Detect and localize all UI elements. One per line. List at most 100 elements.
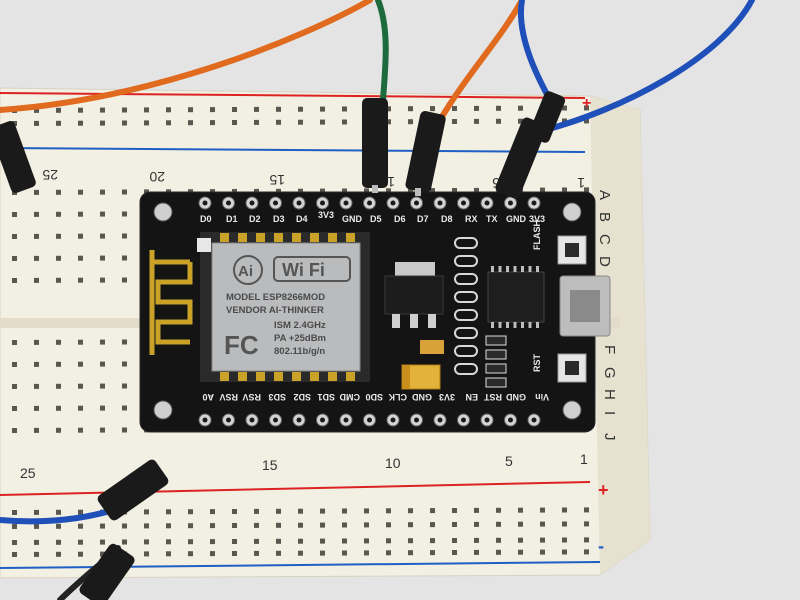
pin-label: RST — [483, 392, 502, 402]
breadboard-hole — [430, 550, 435, 556]
breadboard-hole — [34, 211, 39, 217]
row-letter-f: F — [601, 345, 618, 354]
breadboard-hole — [122, 383, 127, 389]
breadboard-hole — [408, 106, 413, 112]
header-pins-top — [198, 196, 541, 210]
header-pin-hole — [508, 200, 513, 206]
breadboard-hole — [232, 107, 237, 112]
smd-pad — [454, 255, 478, 267]
chip-pin — [506, 266, 509, 272]
breadboard-hole — [518, 118, 523, 124]
row-letter-g: G — [601, 367, 618, 379]
plug-bottom-blue — [97, 459, 169, 521]
plug-pin — [415, 188, 421, 196]
led — [197, 238, 211, 252]
breadboard-hole — [56, 277, 61, 283]
chip-pin — [528, 322, 532, 328]
mount-hole — [153, 400, 173, 420]
breadboard-hole — [56, 211, 61, 217]
rail-plus-bottom: + — [598, 480, 609, 500]
breadboard-hole — [232, 539, 237, 544]
header-pin-hole — [249, 200, 255, 206]
breadboard-hole — [452, 538, 457, 543]
breadboard-hole — [232, 509, 237, 514]
breadboard-hole — [56, 509, 61, 515]
smd-pad — [454, 309, 478, 321]
esp8266-module: Ai Wi Fi MODEL ESP8266MOD VENDOR AI-THIN… — [200, 232, 370, 382]
pin-label: TX — [486, 214, 498, 224]
module-pad — [220, 372, 229, 381]
breadboard-hole — [34, 233, 39, 239]
row-letter-c: C — [596, 234, 613, 245]
chip-pin — [513, 322, 517, 328]
plug-bottom-black — [79, 543, 135, 600]
chip-pin — [536, 266, 539, 272]
breadboard-hole — [166, 107, 171, 113]
breadboard-hole — [12, 406, 17, 411]
breadboard-hole — [12, 428, 17, 433]
breadboard-hole — [386, 550, 391, 556]
pin-label: D8 — [441, 214, 453, 224]
breadboard-hole — [56, 539, 61, 545]
pin-label: A0 — [202, 392, 214, 402]
pin-label: SD2 — [293, 392, 311, 402]
breadboard-hole — [34, 551, 39, 557]
breadboard-hole — [78, 427, 83, 433]
pin-label: 3V3 — [318, 210, 334, 220]
header-pin-hole — [390, 200, 396, 206]
breadboard-hole — [496, 537, 501, 543]
breadboard-hole — [298, 106, 303, 112]
breadboard-hole — [276, 522, 281, 528]
breadboard-hole — [540, 521, 545, 527]
nodemcu-board: D0 D1 D2 D3 D4 3V3 GND D5 D6 D7 D8 RX TX… — [139, 191, 611, 433]
module-line-std: 802.11b/g/n — [274, 346, 325, 357]
col-num-bottom-10: 10 — [385, 455, 401, 471]
pin-label: RSV — [219, 392, 238, 402]
breadboard-hole — [34, 189, 39, 195]
header-pin-hole — [531, 200, 537, 206]
breadboard-hole — [144, 107, 149, 113]
flash-button[interactable] — [557, 235, 587, 265]
chip-pin — [536, 322, 539, 328]
pin-label: GND — [412, 392, 433, 402]
breadboard-hole — [254, 106, 259, 112]
breadboard-hole — [78, 189, 83, 195]
chip-pin — [513, 266, 517, 272]
breadboard-hole — [78, 539, 83, 545]
pin-label: RX — [465, 214, 478, 224]
flash-button-label: FLASH — [532, 220, 542, 250]
breadboard-hole — [100, 539, 105, 545]
micro-usb-port[interactable] — [559, 275, 611, 337]
breadboard-hole — [34, 339, 39, 345]
breadboard-hole — [100, 361, 105, 367]
breadboard-hole — [452, 508, 457, 513]
breadboard-hole — [584, 187, 589, 193]
chip-pin — [521, 266, 524, 272]
breadboard-hole — [386, 106, 391, 112]
breadboard-hole — [562, 118, 567, 124]
plug-blue-2 — [528, 91, 566, 143]
breadboard-hole — [232, 551, 237, 556]
breadboard-hole — [12, 524, 17, 529]
header-pin-hole — [320, 417, 325, 423]
breadboard-hole — [584, 105, 589, 111]
breadboard-hole — [100, 120, 105, 126]
breadboard-hole — [34, 509, 39, 515]
breadboard-hole — [56, 120, 61, 126]
rst-button[interactable] — [557, 353, 587, 383]
breadboard-hole — [254, 538, 259, 544]
breadboard-hole — [56, 383, 61, 389]
breadboard-hole — [320, 106, 325, 112]
smd-component — [420, 340, 444, 354]
pin-label: SD0 — [365, 392, 383, 402]
header-pin-hole — [414, 417, 419, 423]
breadboard-hole — [56, 189, 61, 195]
breadboard-hole — [210, 523, 215, 529]
breadboard-hole — [122, 523, 127, 529]
breadboard-hole — [56, 255, 61, 261]
pin-label: D7 — [417, 214, 429, 224]
breadboard-hole — [78, 233, 83, 239]
wire-plugs — [0, 91, 566, 600]
breadboard-hole — [166, 551, 171, 557]
breadboard-hole — [122, 107, 127, 113]
